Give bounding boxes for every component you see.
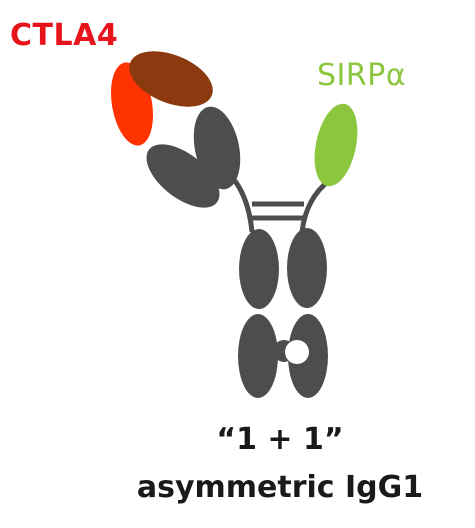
ctla4-label: CTLA4 — [10, 18, 119, 53]
sirpa-domain — [314, 103, 358, 187]
left-fab-upper-domain — [193, 106, 241, 190]
caption-line-1: “1 + 1” — [216, 422, 344, 457]
sirpa-label: SIRPα — [317, 58, 407, 93]
hinge-lines — [223, 168, 332, 233]
left-fab-lower-domain — [146, 144, 220, 208]
heavy-chain-right — [285, 228, 328, 398]
ctla4-domain-brown — [129, 51, 213, 107]
right-hinge-curve — [299, 178, 332, 233]
hole-icon — [285, 340, 309, 364]
heavy-chain-left — [238, 229, 295, 398]
left-ch2-domain — [239, 229, 279, 309]
caption-line-2: asymmetric IgG1 — [136, 470, 424, 505]
left-ch3-domain — [238, 314, 278, 398]
right-ch2-domain — [287, 228, 327, 308]
